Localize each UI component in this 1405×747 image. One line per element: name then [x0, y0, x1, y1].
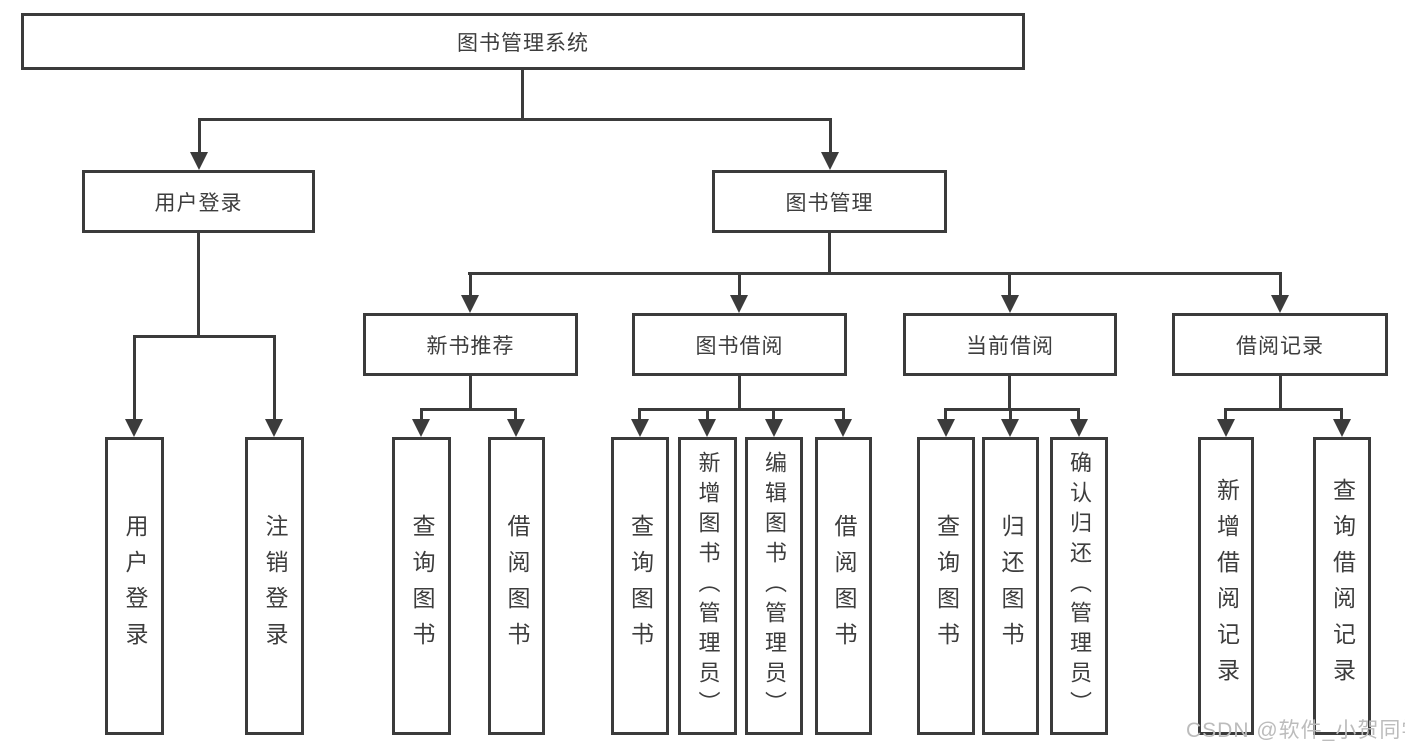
- connector-leaf-shaft: [772, 408, 775, 422]
- arrowhead-down-icon: [1001, 419, 1019, 437]
- connector-book-management-drop: [828, 233, 831, 274]
- node-query-borrow-record: 查询借阅记录: [1313, 437, 1371, 735]
- connector-current-borrow-drop: [1008, 376, 1011, 411]
- arrowhead-down-icon: [821, 152, 839, 170]
- node-borrow-books-borrowing: 借阅图书: [815, 437, 872, 735]
- connector-book-borrow-drop: [738, 376, 741, 411]
- arrowhead-down-icon: [412, 419, 430, 437]
- connector-leaf-shaft: [706, 408, 709, 422]
- node-add-book-admin: 新增图书（管理员）: [678, 437, 737, 735]
- connector-current-borrow-rail: [946, 408, 1080, 411]
- node-query-books-borrowing: 查询图书: [611, 437, 669, 735]
- node-book-management: 图书管理: [712, 170, 947, 233]
- arrowhead-down-icon: [190, 152, 208, 170]
- arrowhead-down-icon: [1001, 295, 1019, 313]
- node-book-borrowing: 图书借阅: [632, 313, 847, 376]
- connector-leaf-shaft: [1340, 408, 1343, 422]
- node-borrowing-records: 借阅记录: [1172, 313, 1388, 376]
- arrowhead-down-icon: [834, 419, 852, 437]
- arrowhead-down-icon: [125, 419, 143, 437]
- connector-borrow-records-shaft: [1279, 272, 1282, 299]
- arrowhead-down-icon: [937, 419, 955, 437]
- arrowhead-down-icon: [1217, 419, 1235, 437]
- node-edit-book-admin: 编辑图书（管理员）: [745, 437, 803, 735]
- arrowhead-down-icon: [1333, 419, 1351, 437]
- node-confirm-return-admin: 确认归还（管理员）: [1050, 437, 1108, 735]
- node-borrow-books-recommend: 借阅图书: [488, 437, 545, 735]
- connector-leaf-shaft: [420, 408, 423, 422]
- node-query-books-current: 查询图书: [917, 437, 975, 735]
- csdn-watermark: CSDN @软件_小贺同学: [1186, 719, 1405, 742]
- arrowhead-down-icon: [698, 419, 716, 437]
- connector-login-leaf-shaft: [133, 335, 136, 421]
- connector-leaf-shaft: [514, 408, 517, 422]
- connector-new-book-shaft: [469, 272, 472, 299]
- node-logout-leaf: 注销登录: [245, 437, 304, 735]
- connector-leaf-shaft: [842, 408, 845, 422]
- arrowhead-down-icon: [631, 419, 649, 437]
- connector-leaf-shaft: [1009, 408, 1012, 422]
- connector-new-book-rail: [420, 408, 517, 411]
- node-return-books: 归还图书: [982, 437, 1039, 735]
- node-library-management-system: 图书管理系统: [21, 13, 1025, 70]
- node-new-book-recommendation: 新书推荐: [363, 313, 578, 376]
- connector-leaf-shaft: [1224, 408, 1227, 422]
- connector-leaf-shaft: [944, 408, 947, 422]
- node-query-books-recommend: 查询图书: [392, 437, 451, 735]
- arrowhead-down-icon: [507, 419, 525, 437]
- connector-leaf-shaft: [638, 408, 641, 422]
- connector-user-login-shaft: [198, 118, 201, 155]
- node-user-login-leaf: 用户登录: [105, 437, 164, 735]
- connector-logout-leaf-shaft: [273, 335, 276, 421]
- connector-book-management-shaft: [829, 118, 832, 155]
- arrowhead-down-icon: [765, 419, 783, 437]
- connector-borrow-records-rail: [1225, 408, 1343, 411]
- node-user-login: 用户登录: [82, 170, 315, 233]
- node-current-borrowing: 当前借阅: [903, 313, 1117, 376]
- connector-user-login-rail: [133, 335, 276, 338]
- connector-book-borrow-rail: [639, 408, 844, 411]
- connector-current-borrow-shaft: [1008, 272, 1011, 299]
- arrowhead-down-icon: [1271, 295, 1289, 313]
- node-add-borrow-record: 新增借阅记录: [1198, 437, 1254, 735]
- connector-leaf-shaft: [1077, 408, 1080, 422]
- connector-book-borrow-shaft: [738, 272, 741, 299]
- arrowhead-down-icon: [265, 419, 283, 437]
- connector-level2-rail: [198, 118, 831, 121]
- connector-level3-rail: [468, 272, 1281, 275]
- arrowhead-down-icon: [730, 295, 748, 313]
- connector-new-book-drop: [469, 376, 472, 411]
- arrowhead-down-icon: [461, 295, 479, 313]
- arrowhead-down-icon: [1070, 419, 1088, 437]
- connector-user-login-drop: [197, 233, 200, 337]
- connector-borrow-records-drop: [1279, 376, 1282, 411]
- connector-root-drop: [521, 70, 524, 118]
